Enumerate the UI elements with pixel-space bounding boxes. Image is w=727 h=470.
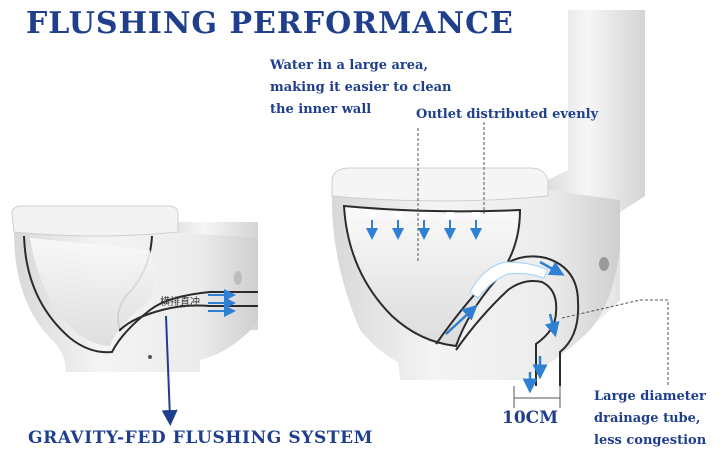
left-toilet [11,205,258,426]
drain-annotation-line: less congestion [594,433,707,448]
water-area-annotation: Water in a large area, making it easier … [270,55,451,121]
flushing-system-label: GRAVITY-FED FLUSHING SYSTEM [28,428,374,448]
drainage-annotation: Large diameter drainage tube, less conge… [594,386,706,452]
horizontal-flush-label: 横排直冲 [160,297,200,308]
page-title: FLUSHING PERFORMANCE [26,6,514,41]
water-annotation-line: Water in a large area, [270,58,428,73]
water-annotation-line: making it easier to clean [270,80,452,95]
drain-size-label: 10CM [502,408,559,428]
water-annotation-line: the inner wall [270,102,372,117]
drain-annotation-line: Large diameter [594,389,706,404]
drain-annotation-line: drainage tube, [594,411,701,426]
right-toilet [331,10,669,408]
outlet-annotation: Outlet distributed evenly [416,107,599,122]
